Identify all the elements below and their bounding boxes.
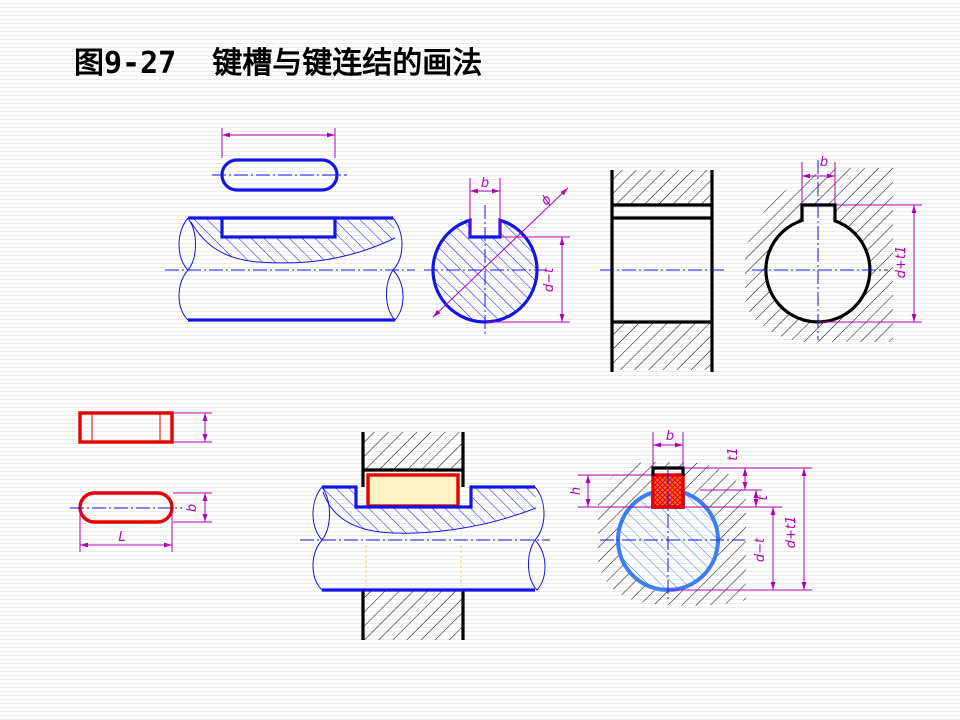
flat-key-views: b L bbox=[70, 411, 212, 552]
key-connection-cross-section: b h t1 t d−t d+t1 bbox=[569, 429, 812, 606]
key-height-label: h bbox=[569, 487, 584, 495]
assembly-shaft-left-break bbox=[312, 486, 330, 591]
depth-label: d−t bbox=[542, 267, 557, 292]
keyway-width-label: b bbox=[481, 176, 489, 191]
shaft-keyway bbox=[220, 216, 337, 239]
shaft-right-break bbox=[386, 217, 404, 321]
assembly-shaft-right-break bbox=[528, 486, 546, 591]
page-title: 图9-27 键槽与键连结的画法 bbox=[74, 38, 482, 82]
shaft-left-break bbox=[178, 217, 196, 321]
square-end-key-outline bbox=[78, 411, 174, 444]
hub-bore-outline bbox=[764, 203, 872, 324]
hub-keyway-width-label: b bbox=[820, 155, 828, 170]
hub-depth-t1-label: t1 bbox=[726, 447, 741, 460]
shaft-keyway-view bbox=[165, 216, 415, 322]
shaft-cross-section: b ϕ d−t bbox=[424, 176, 570, 335]
assembly-key bbox=[366, 473, 460, 508]
figure-number: 图9-27 bbox=[74, 46, 177, 81]
round-key-length-label: L bbox=[118, 530, 125, 545]
hub-lower-hatch bbox=[612, 322, 712, 370]
assembly-shaft-section-hatch bbox=[322, 487, 536, 534]
key-top-view bbox=[212, 128, 347, 192]
shaft-depth-t-label: t bbox=[756, 495, 771, 501]
key-connection-assembly bbox=[300, 432, 550, 640]
shaft-remaining-label: d−t bbox=[753, 537, 768, 562]
shaft-partial-section-hatch bbox=[190, 218, 395, 263]
section-break-line bbox=[190, 221, 396, 264]
cross-key-width-label: b bbox=[666, 429, 674, 444]
diameter-label: ϕ bbox=[538, 192, 555, 209]
assembly-shaft-top-edge bbox=[322, 485, 535, 509]
hub-section-hatch bbox=[745, 168, 893, 342]
assembly-hub-upper-hatch bbox=[363, 432, 463, 470]
assembly-hub-lower-hatch bbox=[363, 590, 463, 640]
hub-keyway-view bbox=[600, 170, 725, 372]
figure-caption: 键槽与键连结的画法 bbox=[212, 46, 483, 81]
hub-total-label: d+t1 bbox=[784, 516, 799, 549]
hub-depth-label: d+t1 bbox=[894, 246, 909, 279]
diameter-dimension bbox=[432, 187, 569, 318]
cross-hub-keyway-outline bbox=[651, 466, 685, 476]
round-key-width-label: b bbox=[185, 504, 200, 512]
assembly-section-break-line bbox=[322, 491, 537, 534]
hub-upper-hatch bbox=[612, 170, 712, 205]
hub-cross-section: b d+t1 bbox=[745, 155, 922, 342]
